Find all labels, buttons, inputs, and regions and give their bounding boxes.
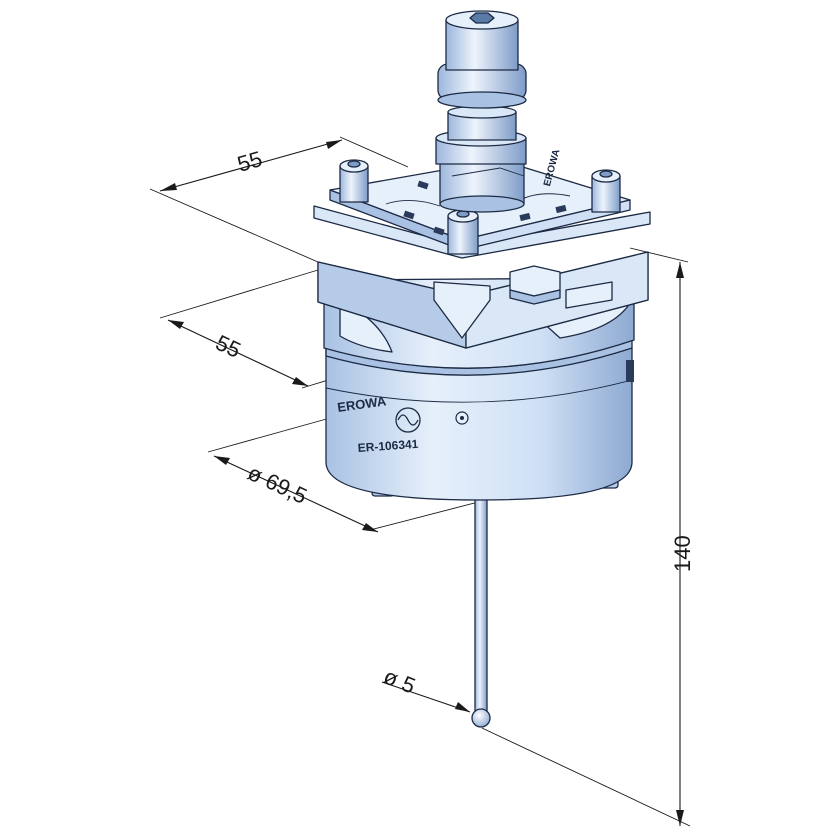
dimension-line-top-width	[159, 139, 343, 192]
dimension-line-top-depth	[167, 319, 309, 387]
stylus-shaft	[474, 495, 488, 715]
centering-jaw	[433, 281, 491, 339]
extension-line	[481, 727, 691, 827]
centering-jaw	[565, 281, 613, 309]
arrow-head	[455, 702, 470, 712]
arrow-head	[168, 320, 184, 329]
arrow-head	[676, 810, 684, 826]
cylinder-edge	[325, 379, 633, 403]
corner-nut-right	[591, 169, 621, 213]
erowa-wave-logo	[395, 407, 421, 433]
dim-label-top-depth: 55	[212, 330, 245, 363]
hex-bolt-base	[509, 289, 561, 305]
dim-label-total-height: 140	[670, 535, 695, 572]
plate-slot	[417, 180, 429, 190]
extension-line	[159, 269, 319, 319]
dim-label-stylus-diameter: ø 5	[380, 663, 419, 698]
extension-line	[629, 247, 689, 263]
part-number-marking: ER-106341	[357, 437, 419, 455]
probe-assembly: EROWA EROWA ER-106341	[313, 10, 651, 728]
corner-nut-left	[339, 159, 369, 203]
screw-head-icon	[455, 411, 469, 425]
dimension-line-stylus-diameter	[381, 681, 471, 713]
dim-label-body-diameter: ø 69,5	[244, 460, 311, 509]
plate-slot	[433, 226, 445, 236]
extension-line	[149, 188, 319, 263]
brand-marking: EROWA	[336, 393, 387, 415]
side-slot	[626, 360, 634, 382]
arrow-head	[362, 523, 378, 532]
lower-cylinder	[325, 347, 633, 501]
corner-nut-front	[447, 209, 479, 255]
dim-label-top-width: 55	[234, 146, 264, 177]
arrow-head	[214, 456, 230, 465]
plate-slot	[555, 204, 567, 214]
dimension-line-body-diameter	[213, 455, 379, 533]
extension-line	[207, 417, 331, 453]
pull-stud	[435, 10, 527, 213]
plate-groove	[385, 200, 441, 207]
extension-line	[339, 136, 409, 168]
stylus-ball	[471, 708, 491, 728]
plate-slot	[403, 210, 415, 220]
arrow-head	[292, 377, 308, 386]
hex-socket-icon	[469, 12, 495, 24]
arrow-head	[676, 262, 684, 278]
arrow-head	[326, 140, 342, 149]
plate-slot	[519, 212, 531, 222]
arrow-head	[160, 183, 177, 191]
